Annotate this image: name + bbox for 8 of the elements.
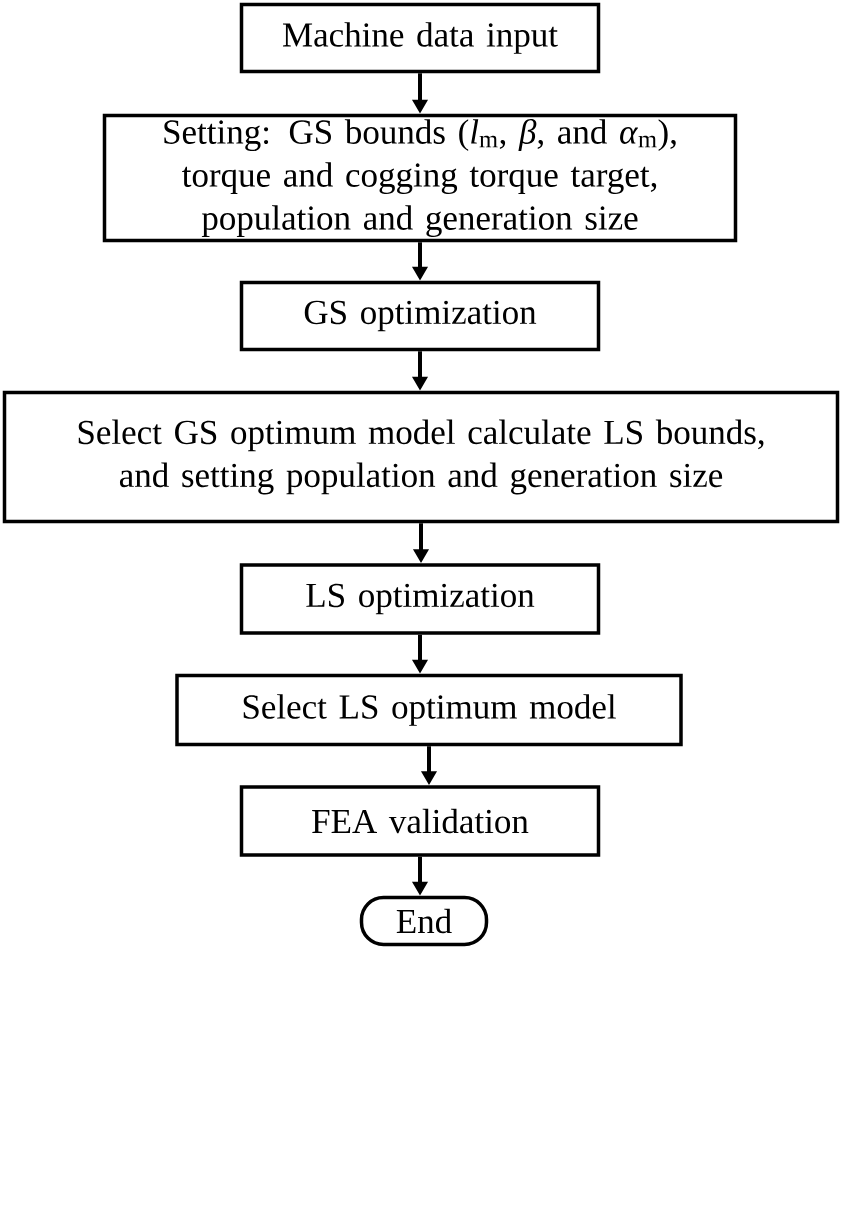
process-box: Setting: GS bounds (l$_{m}$, β, and α$_{m}$), torque and cogging torque target, population and generation size (102, 113, 738, 243)
process-box: Select LS optimum model (175, 673, 683, 747)
process-box: FEA validation (239, 785, 601, 857)
process-box: Select GS optimum model calculate LS bounds, and setting population and generation size (2, 390, 840, 524)
process-box: GS optimization (239, 280, 601, 352)
process-box: Machine data input (239, 2, 601, 74)
terminal-box: End (359, 895, 489, 947)
process-box: LS optimization (239, 563, 601, 635)
